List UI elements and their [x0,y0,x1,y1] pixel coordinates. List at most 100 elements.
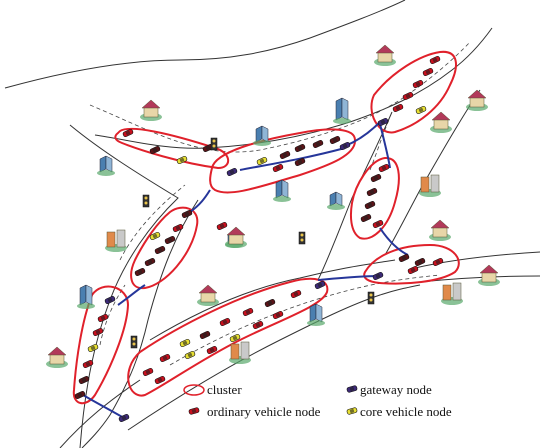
house-icon [478,264,500,286]
car-icon [360,213,372,223]
car-icon [372,219,384,229]
apartment-icon [105,229,127,252]
car-icon [339,141,351,151]
car-icon [407,265,419,275]
car-icon [377,117,389,127]
gateway-link [317,275,379,281]
car-icon [82,359,94,369]
car-icon [412,79,424,89]
car-icon [176,155,188,165]
cluster-outline [130,206,199,290]
cluster-outline [370,50,457,134]
apartment-icon [441,282,463,305]
car-icon [290,289,302,299]
legend-core-icon [346,407,358,415]
car-icon [329,135,341,145]
car-icon [104,295,116,305]
building-icon [327,191,345,210]
lane-centerline [169,274,441,366]
car-icon [314,280,326,290]
car-icon [414,257,426,267]
house-icon [466,89,488,111]
car-icon [172,223,184,233]
house-icon [374,44,396,66]
car-icon [432,257,444,267]
car-icon [92,327,104,337]
clusters [72,50,460,405]
road-edge [59,379,141,448]
car-icon [179,338,191,348]
car-icon [312,139,324,149]
car-icon [392,103,404,113]
car-icon [149,145,161,155]
car-icon [370,173,382,183]
traffic-light-icon [210,137,218,151]
car-icon [97,313,109,323]
building-icon [273,179,291,202]
car-icon [398,253,410,263]
roads [4,0,540,448]
lane-centerline [119,184,186,261]
apartment-icon [419,174,441,197]
car-icon [134,267,146,277]
house-icon [429,219,451,241]
car-icon [294,143,306,153]
car-icon [154,245,166,255]
traffic-light-icon [367,291,375,305]
car-icon [219,317,231,327]
legend-gateway-label: gateway node [360,382,432,397]
road-edge [69,124,179,448]
car-icon [252,320,264,330]
building-icon [97,155,115,176]
car-icon [78,375,90,385]
gateway-link [82,394,125,419]
car-icon [206,345,218,355]
gateway-link [239,147,346,171]
traffic-light-icon [130,335,138,349]
car-icon [216,221,228,231]
gateway-link [189,189,211,213]
traffic-light-icon [298,231,306,245]
house-icon [225,226,247,248]
house-icon [197,284,219,306]
road-edge [149,259,396,341]
road-edge [384,89,481,256]
legend-ordinary-label: ordinary vehicle node [207,404,321,419]
legend-cluster-symbol [183,384,205,396]
car-icon [294,157,306,167]
cluster-outline [363,243,460,285]
car-icon [378,163,390,173]
car-icon [202,143,214,153]
lane-centerline [99,284,126,346]
car-icon [229,333,241,343]
car-icon [164,235,176,245]
building-icon [253,125,271,146]
car-icon [144,257,156,267]
house-icon [46,346,68,368]
gateway-link [344,121,381,147]
car-icon [372,271,384,281]
cluster-outline [127,277,329,397]
road-edge [81,199,199,448]
car-icon [422,67,434,77]
house-icon [140,99,162,121]
gateway-link [379,123,391,169]
road-edge [317,111,393,281]
legend-core-label: core vehicle node [360,404,452,419]
legend-ordinary-icon [188,407,200,415]
apartment-icon [229,341,251,364]
lane-centerline [89,41,471,153]
cluster-outline [72,285,130,405]
car-icon [142,367,154,377]
car-icon [184,350,196,360]
legend-cluster-label: cluster [207,382,242,397]
cluster-outline [114,127,230,170]
lane-markings [89,41,471,366]
lane-centerline [369,117,391,171]
car-icon [181,209,193,219]
car-icon [264,298,276,308]
car-icon [122,128,134,138]
gateway-link [379,227,409,256]
cluster-outline [209,128,357,194]
